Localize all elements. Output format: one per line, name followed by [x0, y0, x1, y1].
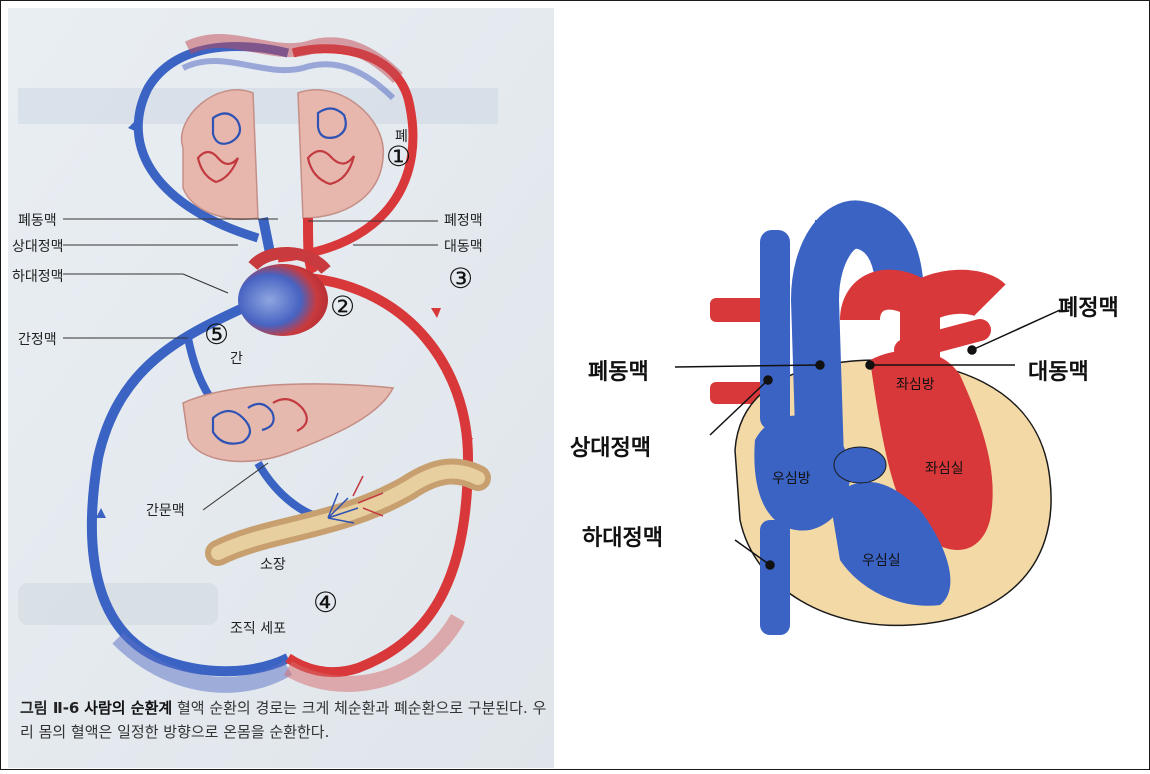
- label-tissue-cells: 조직 세포: [230, 618, 286, 638]
- heart-figure: 폐정맥 폐동맥 대동맥 상대정맥 하대정맥 좌심방 좌심실 우심방 우심실: [560, 0, 1150, 770]
- label-hepatic-portal-vein: 간문맥: [146, 500, 185, 520]
- label-superior-vena-cava-left: 상대정맥: [12, 236, 64, 256]
- label-right-ventricle: 우심실: [862, 550, 901, 570]
- marker-5: ⑤: [204, 318, 229, 351]
- label-pulmonary-vein-left: 폐정맥: [444, 210, 483, 230]
- label-hepatic-vein: 간정맥: [18, 329, 57, 349]
- label-pulmonary-artery-left: 폐동맥: [18, 210, 57, 230]
- label-superior-vena-cava-right: 상대정맥: [570, 430, 651, 462]
- figure-caption: 그림 Ⅱ-6 사람의 순환계 혈액 순환의 경로는 크게 체순환과 폐순환으로 …: [20, 696, 554, 744]
- label-left-atrium: 좌심방: [896, 374, 935, 394]
- marker-3: ③: [448, 262, 473, 295]
- label-inferior-vena-cava-left: 하대정맥: [12, 266, 64, 286]
- label-right-atrium: 우심방: [772, 468, 811, 488]
- caption-figure-number: 그림 Ⅱ-6: [20, 699, 79, 717]
- label-liver: 간: [230, 348, 243, 368]
- circulation-figure: 폐 ① 폐동맥 폐정맥 상대정맥 대동맥 ③ 하대정맥 ② ⑤ 간정맥 간 간문…: [8, 8, 554, 768]
- marker-2: ②: [330, 290, 355, 323]
- marker-4: ④: [313, 586, 338, 619]
- circulation-illustration: [8, 8, 554, 768]
- label-aorta-left: 대동맥: [444, 236, 483, 256]
- label-pulmonary-artery-right: 폐동맥: [588, 354, 649, 386]
- label-left-ventricle: 좌심실: [925, 458, 964, 478]
- label-small-intestine: 소장: [260, 554, 286, 574]
- marker-1: ①: [386, 140, 411, 173]
- label-aorta-right: 대동맥: [1028, 354, 1089, 386]
- caption-title: 사람의 순환계: [84, 699, 172, 717]
- label-pulmonary-vein-right: 폐정맥: [1058, 290, 1119, 322]
- label-inferior-vena-cava-right: 하대정맥: [582, 520, 663, 552]
